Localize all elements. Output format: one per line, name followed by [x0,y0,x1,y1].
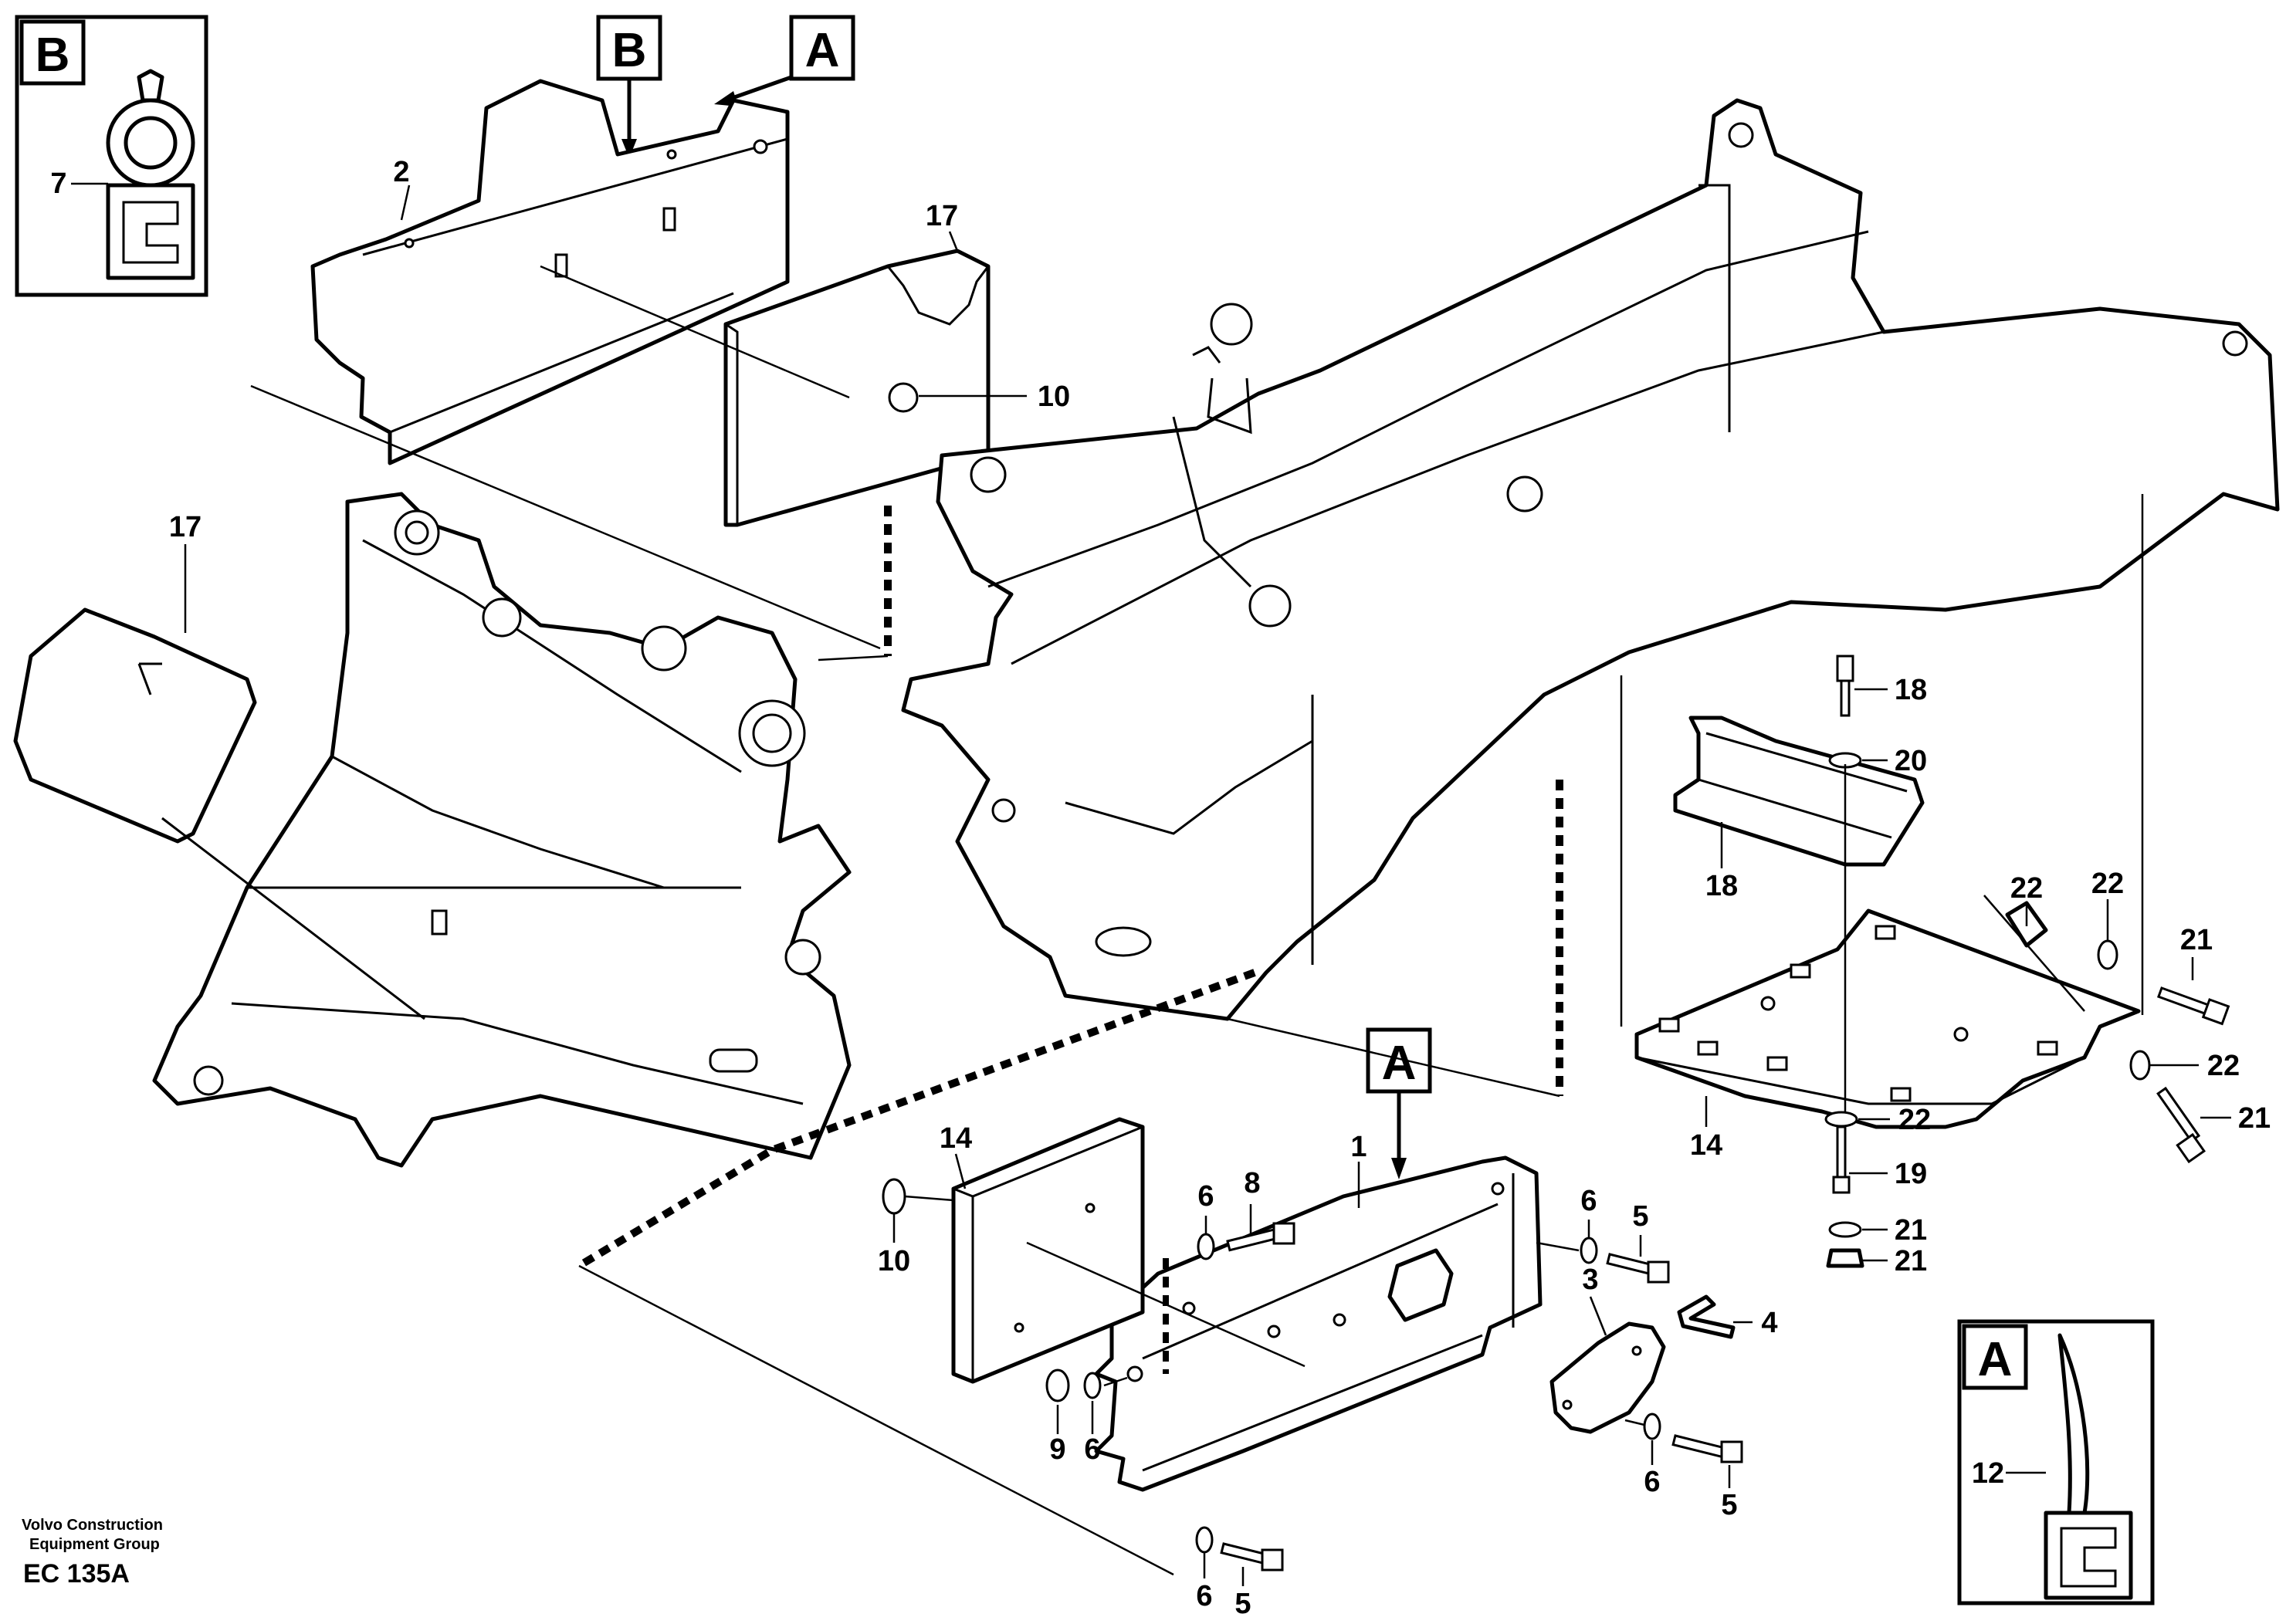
front-frame-part-14 [152,492,852,1168]
callout-22-c: 22 [1898,1104,1931,1136]
callout-7: 7 [50,167,66,200]
callout-17-top: 18 [1895,674,1927,706]
svg-text:A: A [805,24,840,77]
svg-text:B: B [612,24,647,77]
callout-6-a: 6 [1197,1180,1214,1213]
callout-21-b: 21 [2238,1102,2271,1135]
flag-a-top: A [714,15,855,107]
callout-6-c: 6 [1580,1185,1597,1217]
footer-drawing-code: EC 135A [23,1559,130,1588]
callout-18-top: 20 [1895,745,1927,777]
callout-9: 9 [1049,1433,1065,1466]
detail-box-a: A 12 [1957,1319,2155,1605]
callout-10-bot: 10 [878,1245,910,1277]
callout-2: 2 [393,156,409,188]
svg-text:A: A [1382,1037,1417,1090]
bolt-part-5-upper [1536,1237,1670,1284]
callout-14: 17 [169,511,202,543]
insulation-pad-part-13 [723,249,991,527]
flag-b-top: B [596,15,662,158]
bolt-stack-lower [1824,1111,1864,1268]
callout-5-a: 5 [1632,1200,1648,1233]
callout-22-b: 22 [2207,1050,2240,1082]
callout-15: 14 [1690,1129,1722,1162]
callout-16: 18 [1705,870,1738,902]
push-pin-part-10-lower [882,1178,1306,1368]
callout-5-b: 5 [1721,1489,1737,1521]
washer-22-b [2129,1050,2151,1081]
callout-5-c: 5 [1234,1588,1251,1620]
footer-company-line1: Volvo Construction [22,1517,163,1534]
callout-18-bot: 21 [1895,1214,1927,1247]
bolt-21-lower [2156,1086,2206,1164]
bolt-21-upper [2156,986,2230,1026]
callout-6-b: 6 [1084,1433,1100,1466]
callout-4: 4 [1761,1307,1777,1339]
callout-20: 22 [2010,872,2043,905]
bolt-part-5-lower [1624,1413,1743,1463]
nut-washer-left [1045,1369,1128,1402]
callout-17-bot: 19 [1895,1158,1927,1190]
callout-6-e: 6 [1196,1580,1212,1612]
callout-10-top: 10 [1038,381,1070,413]
callout-21-a: 21 [2180,924,2213,956]
bracket-part-16 [1673,716,1925,867]
bolt-part-8 [1197,1222,1295,1260]
access-cover [13,607,425,1020]
flag-a-mid: A [1366,1027,1432,1179]
cover-plate-part-1 [1094,1155,1543,1492]
callout-12: 14 [940,1122,972,1155]
callout-19: 21 [1895,1245,1927,1277]
pin-part-4 [1677,1294,1736,1339]
bolt-part-5-bottom [1195,1526,1284,1572]
bolt-stack-upper [1828,655,1862,1158]
cover-plate-part-2 [310,79,790,465]
footer: Volvo Construction Equipment Group EC 13… [22,1517,163,1588]
insulation-pad-part-12 [951,1117,1145,1384]
callout-3: 3 [1582,1264,1598,1296]
washer-22-a [2097,939,2118,970]
callout-13: 17 [926,200,958,232]
callout-1: 1 [1350,1131,1367,1163]
seal-profile-b-icon [106,69,195,280]
rear-frame [901,98,2280,1021]
callout-11: 12 [1972,1457,2004,1490]
callout-6-d: 6 [1644,1466,1660,1498]
detail-box-b: B 7 [15,15,208,297]
detail-box-a-letter: A [1978,1333,2013,1386]
footer-company-line2: Equipment Group [29,1536,160,1553]
detail-box-b-letter: B [36,29,70,82]
seal-profile-a-icon [2044,1333,2133,1600]
cover-part-3 [1549,1321,1666,1434]
callout-8: 8 [1244,1167,1260,1199]
callout-22-a: 22 [2091,868,2124,900]
bottom-plate-part-15 [1634,908,2141,1129]
